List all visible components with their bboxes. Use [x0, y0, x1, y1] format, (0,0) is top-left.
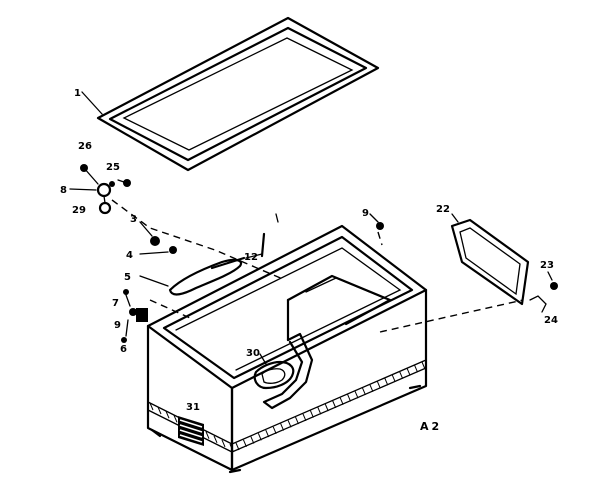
- callout-9-top: 9: [362, 208, 369, 219]
- callout-22: 22: [436, 204, 450, 215]
- callout-5: 5: [124, 272, 131, 283]
- callout-24: 24: [544, 315, 558, 326]
- callout-7: 7: [112, 298, 119, 309]
- assembly-line-gasket: [379, 299, 524, 333]
- panel-gasket: [450, 218, 530, 306]
- callout-31: 31: [186, 402, 200, 413]
- callout-1: 1: [74, 88, 81, 99]
- callout-26: 26: [78, 141, 92, 152]
- leader-30: [259, 353, 267, 365]
- callout-29: 29: [72, 205, 86, 216]
- drain-channel: [253, 332, 314, 410]
- leader-1: [81, 91, 103, 115]
- lid-gasket: [96, 16, 380, 172]
- screw-9: [369, 213, 384, 230]
- leader-top: [275, 213, 279, 223]
- hinge-hardware: [69, 164, 131, 215]
- callout-23: 23: [540, 260, 554, 271]
- callout-25: 25: [106, 162, 120, 173]
- screws-23-24: [529, 271, 558, 313]
- callout-6: 6: [120, 344, 127, 355]
- callout-3: 3: [130, 214, 137, 225]
- callout-12: 12: [244, 252, 258, 263]
- freezer-cabinet: [146, 224, 428, 474]
- diagram-code: A2: [420, 420, 442, 433]
- leader-22: [451, 213, 459, 223]
- screws-3-4: [139, 221, 177, 255]
- assembly-line-9: [377, 231, 383, 246]
- assembly-line-left: [149, 299, 191, 319]
- latch-hardware: [121, 289, 148, 343]
- vent-grille: [178, 416, 204, 446]
- callout-30: 30: [246, 348, 260, 359]
- callout-4: 4: [126, 250, 133, 261]
- callout-8: 8: [60, 185, 67, 196]
- heater-wire: [139, 232, 266, 296]
- callout-9: 9: [114, 320, 121, 331]
